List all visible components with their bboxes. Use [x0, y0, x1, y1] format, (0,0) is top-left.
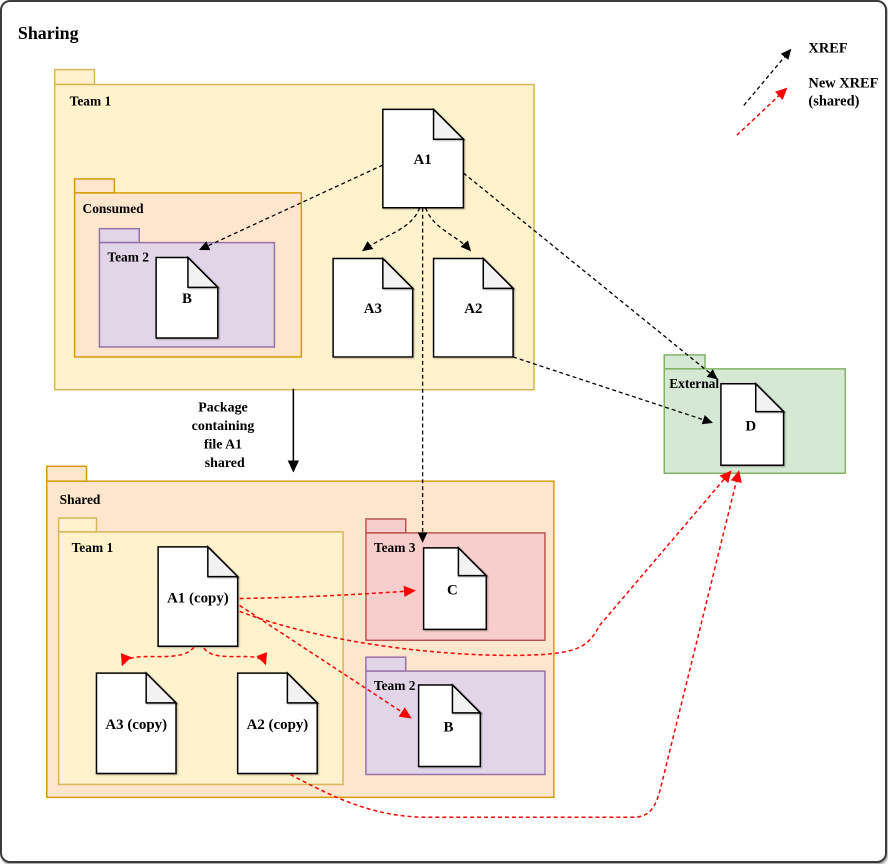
folder-team1-top-label: Team 1: [70, 93, 112, 108]
document-c: C: [422, 546, 489, 631]
folder-team1-bottom-label: Team 1: [72, 540, 114, 555]
legend-new-xref-line1: New XREF: [808, 76, 878, 92]
folder-external-tab: [663, 354, 706, 370]
new-xref-arrow-a1copy-to-b: [239, 604, 412, 719]
folder-consumed-tab: [73, 178, 116, 194]
new-xref-arrows: [120, 470, 742, 819]
document-b-top-fold-icon: [187, 255, 220, 289]
folder-team2-bottom-tab: [365, 656, 407, 672]
document-a3-fold-icon: [382, 256, 415, 290]
document-a1-label: A1: [414, 152, 432, 168]
folder-shared-tab: [46, 465, 88, 482]
package-note-line2: containing: [192, 419, 255, 434]
document-a2-copy-fold-icon: [286, 671, 320, 704]
document-a3-copy-label: A3 (copy): [105, 717, 167, 733]
page-title: Sharing: [18, 23, 79, 43]
folder-team3-tab: [365, 518, 407, 534]
document-c-label: C: [447, 583, 458, 599]
legend-new-xref-line2: (shared): [808, 93, 859, 109]
new-xref-arrow-a2copy-to-d: [290, 470, 742, 819]
legend-xref-arrow: [743, 48, 792, 106]
document-a3: A3: [332, 256, 415, 358]
document-a1-copy-label: A1 (copy): [167, 591, 229, 607]
folder-team2-bottom-label: Team 2: [374, 678, 416, 693]
document-a1-copy: A1 (copy): [157, 545, 240, 647]
document-b-top-label: B: [182, 291, 192, 307]
legend-new-xref-arrow: [736, 87, 788, 136]
document-c-fold-icon: [457, 546, 489, 577]
xref-arrow-a1-to-a2: [424, 207, 472, 252]
document-b-bottom-label: B: [443, 720, 453, 736]
folder-team2-top-tab: [98, 227, 140, 244]
new-xref-arrow-a1copy-to-a3copy: [120, 646, 195, 667]
document-d-fold-icon: [754, 381, 786, 413]
document-a1-copy-fold-icon: [207, 545, 240, 578]
new-xref-arrow-a1copy-to-a2copy: [203, 647, 268, 666]
new-xref-arrow-a1copy-to-c: [239, 585, 416, 600]
document-a2-label: A2: [464, 301, 482, 317]
document-a2: A2: [432, 256, 515, 358]
document-a2-copy: A2 (copy): [236, 671, 320, 775]
xref-arrow-a1-to-b: [198, 164, 384, 251]
document-b-bottom: B: [417, 683, 483, 768]
folder-team1-top-tab: [53, 68, 96, 86]
document-d-label: D: [745, 419, 756, 435]
folder-shared-label: Shared: [60, 492, 101, 507]
document-a3-label: A3: [364, 301, 382, 317]
legend: XREF New XREF (shared): [736, 41, 882, 136]
folder-external-label: External: [669, 376, 719, 391]
package-note-line4: shared: [205, 456, 245, 471]
document-a3-copy-fold-icon: [145, 671, 178, 704]
package-note: Package containing file A1 shared: [192, 401, 258, 471]
legend-xref-label: XREF: [808, 41, 847, 57]
package-note-line3: file A1: [204, 437, 242, 452]
folder-team1-bottom-tab: [57, 517, 98, 533]
document-a3-copy: A3 (copy): [95, 671, 178, 775]
folder-team3-label: Team 3: [374, 540, 416, 555]
document-d: D: [720, 381, 786, 467]
document-b-top: B: [155, 255, 220, 339]
document-a2-fold-icon: [482, 256, 515, 290]
legend-new-xref-label: New XREF (shared): [808, 76, 882, 110]
folder-consumed-label: Consumed: [83, 201, 145, 216]
document-a1: A1: [382, 107, 466, 209]
document-b-bottom-fold-icon: [451, 683, 483, 714]
document-a1-fold-icon: [432, 107, 466, 140]
folder-team2-top-label: Team 2: [107, 249, 149, 264]
package-note-line1: Package: [198, 401, 247, 416]
xref-arrows: [198, 164, 718, 543]
document-a2-copy-label: A2 (copy): [247, 717, 309, 733]
xref-arrow-a1-to-a3: [362, 207, 421, 252]
xref-arrow-a2-to-d: [512, 356, 713, 425]
new-xref-arrow-a1copy-to-d: [239, 470, 732, 657]
xref-arrow-a1-to-d: [462, 172, 718, 380]
